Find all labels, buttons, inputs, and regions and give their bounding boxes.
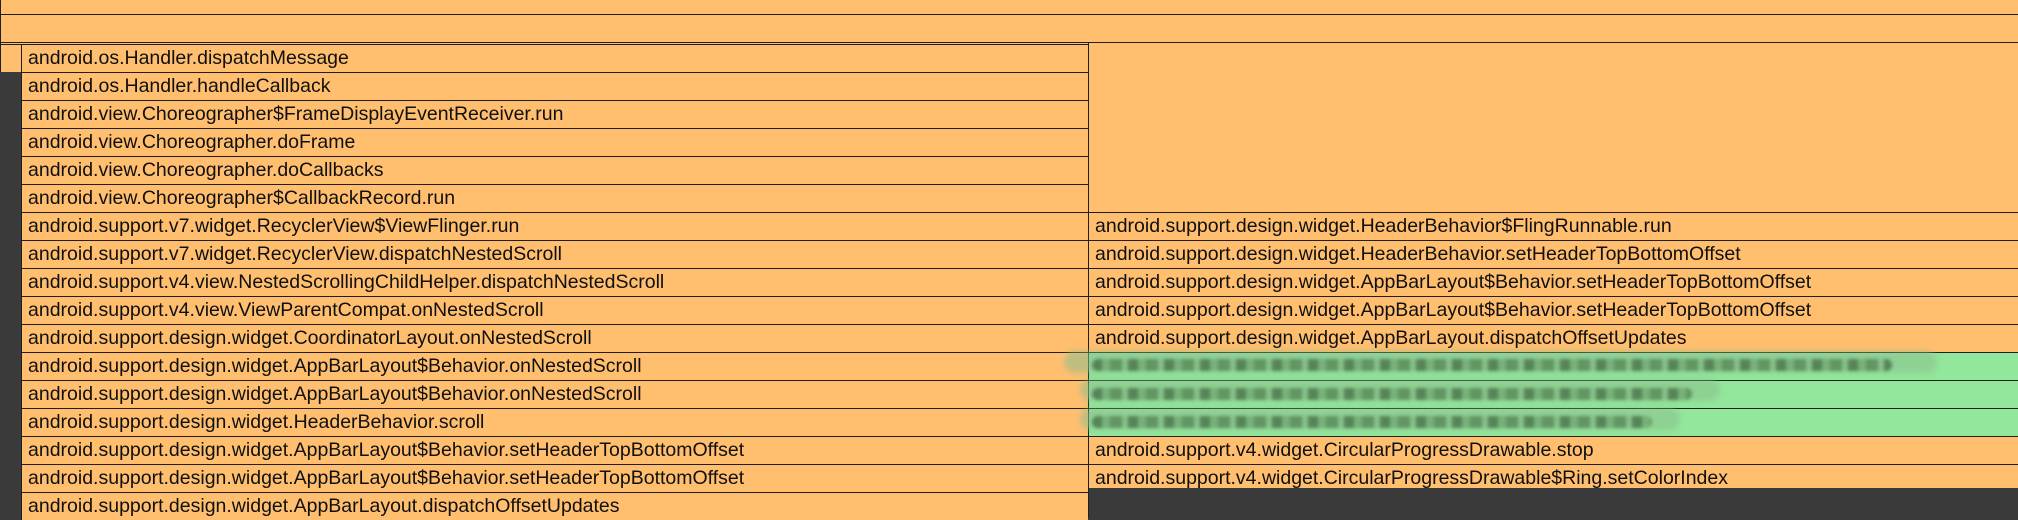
call-frame[interactable]: android.view.Choreographer.doCallbacks [21, 156, 1088, 184]
call-frame[interactable]: android.support.design.widget.HeaderBeha… [1088, 212, 2018, 240]
root-frame[interactable] [0, 14, 2018, 42]
call-frame[interactable]: android.view.Choreographer$CallbackRecor… [21, 184, 1088, 212]
call-frame[interactable]: android.support.v4.view.NestedScrollingC… [21, 268, 1088, 296]
call-frame[interactable]: android.support.design.widget.AppBarLayo… [1088, 268, 2018, 296]
empty-region [1088, 488, 2018, 518]
root-frame[interactable] [0, 42, 2018, 44]
call-frame[interactable]: android.support.design.widget.HeaderBeha… [21, 408, 1088, 436]
call-frame[interactable]: android.support.v7.widget.RecyclerView.d… [21, 240, 1088, 268]
blurred-text [1092, 388, 1692, 400]
blurred-text [1092, 359, 1892, 371]
call-frame[interactable]: android.support.design.widget.AppBarLayo… [21, 492, 1088, 520]
call-frame[interactable]: android.view.Choreographer.doFrame [21, 128, 1088, 156]
call-frame[interactable]: android.support.design.widget.AppBarLayo… [21, 380, 1088, 408]
call-frame[interactable]: android.support.design.widget.AppBarLayo… [1088, 296, 2018, 324]
blurred-text [1092, 416, 1652, 428]
root-frame[interactable] [0, 0, 2018, 14]
call-frame[interactable]: android.support.v4.widget.CircularProgre… [1088, 464, 2018, 492]
call-frame[interactable]: android.support.design.widget.Coordinato… [21, 324, 1088, 352]
call-frame[interactable]: android.view.Choreographer$FrameDisplayE… [21, 100, 1088, 128]
call-frame[interactable]: android.os.Handler.dispatchMessage [21, 44, 1088, 72]
call-frame[interactable]: android.support.v4.view.ViewParentCompat… [21, 296, 1088, 324]
call-frame[interactable]: android.support.design.widget.HeaderBeha… [1088, 240, 2018, 268]
call-frame[interactable]: android.support.v7.widget.RecyclerView$V… [21, 212, 1088, 240]
call-frame[interactable]: android.os.Handler.handleCallback [21, 72, 1088, 100]
call-frame[interactable]: android.support.design.widget.AppBarLayo… [21, 352, 1088, 380]
call-frame[interactable]: android.support.design.widget.AppBarLayo… [1088, 324, 2018, 352]
right-filler-frame[interactable] [1088, 42, 2018, 212]
call-frame[interactable]: android.support.design.widget.AppBarLayo… [21, 436, 1088, 464]
call-frame[interactable]: android.support.v4.widget.CircularProgre… [1088, 436, 2018, 464]
call-frame[interactable]: android.support.design.widget.AppBarLayo… [21, 464, 1088, 492]
thread-frame[interactable] [0, 44, 21, 72]
